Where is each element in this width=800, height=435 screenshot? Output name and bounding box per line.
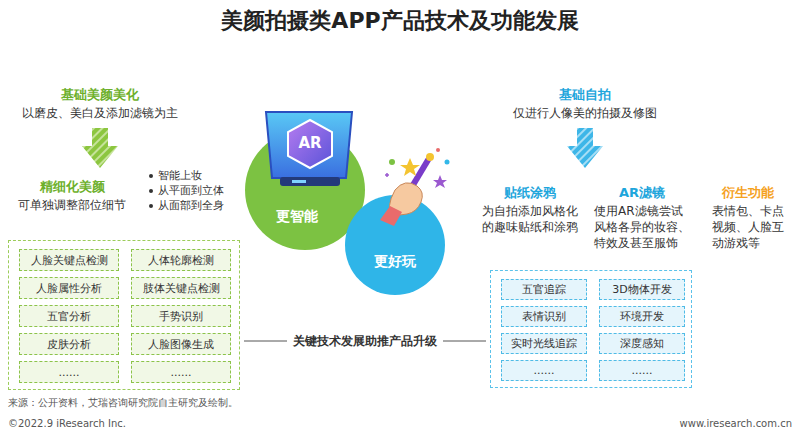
page-title: 美颜拍摄类APP产品技术及功能发展 [221,6,578,36]
tech-panel: 五官追踪 3D物体开发表情识别 环境开发实时光线追踪 深度感知............ [490,270,692,388]
section-heading: 精细化美颜 [40,178,105,196]
tech-cell: 五官分析 [19,305,119,327]
circle-label: 更好玩 [374,253,416,271]
bullet-text: 从面部到全身 [158,198,224,213]
tech-cell: 五官追踪 [501,279,587,300]
cell-label: 人脸关键点检测 [31,253,108,268]
tech-cell: 人脸图像生成 [131,333,231,355]
cell-label: 环境开发 [620,309,664,324]
connector-label: 关键技术发展助推产品升级 [287,333,443,350]
cell-label: 肢体关键点检测 [143,281,220,296]
tech-cell: ...... [599,360,685,381]
icon-text: AR [298,134,321,152]
cell-label: ...... [632,364,653,377]
bullet-dot [149,189,153,193]
bullet-text: 智能上妆 [158,168,202,183]
cell-label: 皮肤分析 [47,337,91,352]
cell-label: 表情识别 [522,309,566,324]
tech-panel: 人脸关键点检测 人体轮廓检测人脸属性分析 肢体关键点检测五官分析 手势识别皮肤分析 人脸… [8,240,240,390]
fun-circle: 更好玩 [345,195,445,295]
cell-label: 人脸属性分析 [36,281,102,296]
feature-heading: AR滤镜 [619,184,665,202]
section-heading: 基础自拍 [559,86,611,104]
feature-heading: 贴纸涂鸦 [504,184,556,202]
tech-cell: 人体轮廓检测 [131,249,231,271]
feature-text: 表情包、卡点视频、人脸互动游戏等 [712,203,788,251]
down-arrow [82,128,118,168]
circle-label: 更智能 [276,208,318,226]
tech-cell: 实时光线追踪 [501,333,587,354]
feature-text: 为自拍添加风格化的趣味贴纸和涂鸦 [482,203,582,235]
tech-cell: 人脸属性分析 [19,277,119,299]
cell-label: 实时光线追踪 [511,336,577,351]
cell-label: 人体轮廓检测 [148,253,214,268]
cell-label: ...... [171,366,192,379]
tech-cell: ...... [501,360,587,381]
tech-cell: 深度感知 [599,333,685,354]
tech-cell: 3D物体开发 [599,279,685,300]
website: www.iresearch.com.cn [680,418,792,429]
source-note: 来源：公开资料，艾瑞咨询研究院自主研究及绘制。 [8,396,238,410]
bullet-text: 从平面到立体 [158,183,224,198]
cell-label: 五官追踪 [522,282,566,297]
cell-label: 人脸图像生成 [148,337,214,352]
section-heading: 基础美颜美化 [61,86,139,104]
tech-cell: 肢体关键点检测 [131,277,231,299]
down-arrow [567,128,603,168]
feature-text: 使用AR滤镜尝试风格各异的妆容、特效及甚至服饰 [594,203,694,251]
cell-label: ...... [534,364,555,377]
section-text: 仅进行人像美的拍摄及修图 [513,105,657,122]
copyright: ©2022.9 iResearch Inc. [8,418,126,429]
bullet-dot [149,204,153,208]
tech-cell: 环境开发 [599,306,685,327]
tech-cell: ...... [19,361,119,383]
tech-cell: 手势识别 [131,305,231,327]
tech-cell: 人脸关键点检测 [19,249,119,271]
section-text: 可单独调整部位细节 [18,197,126,214]
cell-label: ...... [59,366,80,379]
tech-cell: 表情识别 [501,306,587,327]
bullet-dot [149,174,153,178]
cell-label: 手势识别 [159,309,203,324]
cell-label: 深度感知 [620,336,664,351]
feature-heading: 衍生功能 [722,184,774,202]
tech-cell: 皮肤分析 [19,333,119,355]
tech-cell: ...... [131,361,231,383]
cell-label: 3D物体开发 [612,282,671,297]
section-text: 以磨皮、美白及添加滤镜为主 [22,105,178,122]
cell-label: 五官分析 [47,309,91,324]
